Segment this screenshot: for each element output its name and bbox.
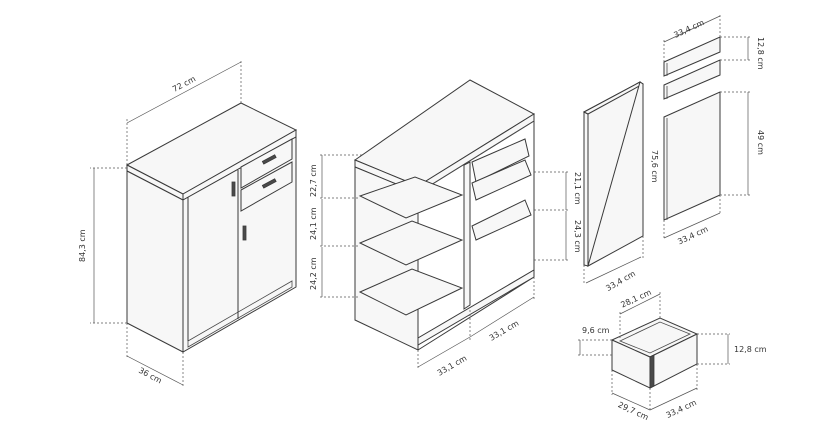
label-door-height: 75,6 cm (650, 150, 659, 183)
label-shelf-2: 24,1 cm (309, 207, 318, 240)
label-shelf-1: 22,7 cm (309, 164, 318, 197)
label-frame-top: 21,1 cm (573, 172, 582, 205)
drawer (610, 317, 699, 389)
label-drawer-inner-width: 28,1 cm (619, 288, 652, 310)
door-panel (582, 81, 644, 268)
label-shelf-3: 24,2 cm (309, 257, 318, 290)
label-drawer-height: 12,8 cm (734, 345, 767, 354)
label-door-width: 33,4 cm (604, 269, 637, 293)
label-cab-height: 84,3 cm (78, 229, 87, 262)
label-drawer-depth: 29,7 cm (617, 400, 650, 422)
open-cabinet (353, 79, 536, 351)
label-frame-mid: 24,3 cm (573, 220, 582, 253)
closed-cabinet (125, 102, 298, 353)
label-front-bottom-width: 33,4 cm (676, 224, 709, 246)
label-front-top-height: 12,8 cm (756, 37, 765, 70)
label-drawer-width: 33,4 cm (665, 398, 698, 420)
label-base-right: 33,1 cm (488, 319, 521, 343)
label-cab-width: 72 cm (171, 74, 197, 94)
label-front-top-width: 33,4 cm (672, 18, 705, 40)
label-drawer-inner-height: 9,6 cm (582, 326, 610, 335)
label-cab-depth: 36 cm (137, 366, 163, 386)
front-panels (663, 36, 721, 221)
label-front-door-height: 49 cm (756, 130, 765, 155)
label-base-left: 33,1 cm (436, 354, 469, 378)
